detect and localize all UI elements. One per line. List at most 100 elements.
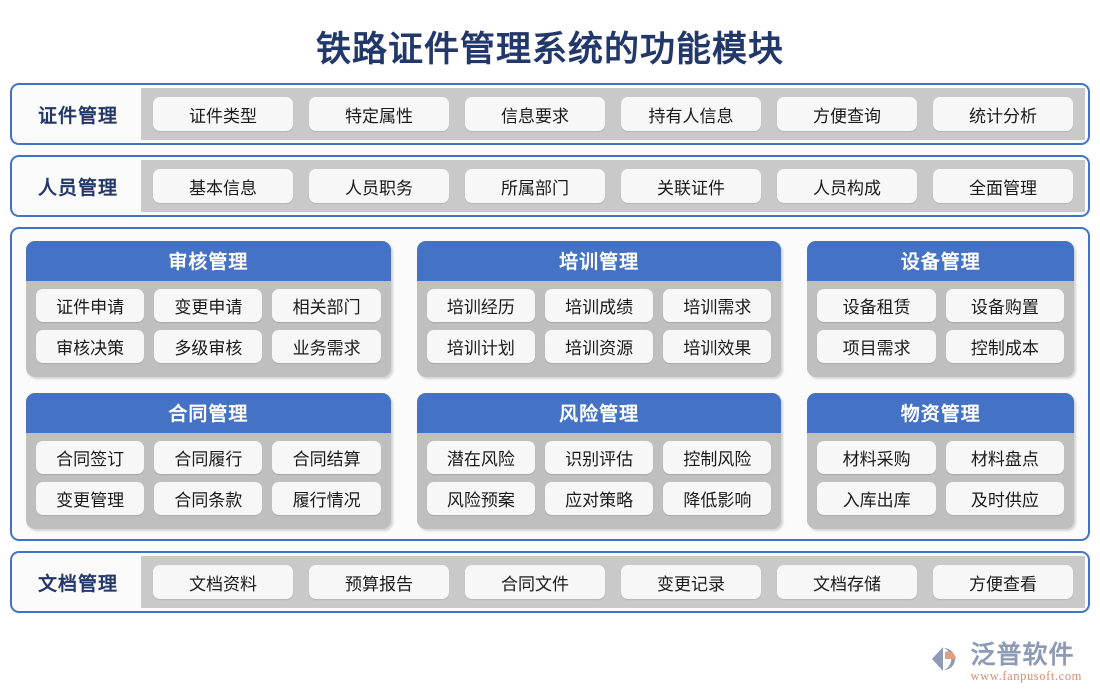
strip-label-top-1: 人员管理 xyxy=(37,177,118,199)
module-chip[interactable]: 风险预案 xyxy=(426,482,535,515)
module-chip[interactable]: 材料盘点 xyxy=(945,441,1065,474)
module-card: 合同管理合同签订合同履行合同结算变更管理合同条款履行情况 xyxy=(26,393,391,529)
strip-chip[interactable]: 人员职务 xyxy=(309,169,449,203)
module-card: 风险管理潜在风险识别评估控制风险风险预案应对策略降低影响 xyxy=(416,393,782,529)
module-chip[interactable]: 培训经历 xyxy=(426,289,535,322)
module-chip[interactable]: 变更管理 xyxy=(36,482,145,515)
strip-chip[interactable]: 信息要求 xyxy=(465,97,605,131)
module-chip[interactable]: 业务需求 xyxy=(272,330,381,363)
module-card-header[interactable]: 合同管理 xyxy=(26,393,391,433)
module-card-body: 潜在风险识别评估控制风险风险预案应对策略降低影响 xyxy=(417,433,782,529)
module-card-header[interactable]: 物资管理 xyxy=(807,393,1074,433)
strip-chip[interactable]: 关联证件 xyxy=(621,169,761,203)
strip-chip[interactable]: 文档资料 xyxy=(153,565,293,599)
strip-label-top-0: 证件管理 xyxy=(37,105,118,127)
module-card-header[interactable]: 设备管理 xyxy=(807,241,1074,281)
module-card-row: 审核决策多级审核业务需求 xyxy=(36,330,381,363)
strip-chip[interactable]: 所属部门 xyxy=(465,169,605,203)
module-card-body: 证件申请变更申请相关部门审核决策多级审核业务需求 xyxy=(26,281,391,377)
module-card-body: 合同签订合同履行合同结算变更管理合同条款履行情况 xyxy=(26,433,391,529)
module-card-body: 培训经历培训成绩培训需求培训计划培训资源培训效果 xyxy=(417,281,782,377)
module-chip[interactable]: 多级审核 xyxy=(154,330,263,363)
strip-chip-band: 基本信息人员职务所属部门关联证件人员构成全面管理 xyxy=(141,160,1085,212)
strip-panel-top-1: 人员管理 基本信息人员职务所属部门关联证件人员构成全面管理 xyxy=(10,155,1090,217)
strip-chip[interactable]: 文档存储 xyxy=(777,565,917,599)
strip-chip-band: 文档资料预算报告合同文件变更记录文档存储方便查看 xyxy=(141,556,1085,608)
module-card: 物资管理材料采购材料盘点入库出库及时供应 xyxy=(807,393,1074,529)
module-chip[interactable]: 培训效果 xyxy=(663,330,772,363)
module-card-row: 潜在风险识别评估控制风险 xyxy=(426,441,772,474)
logo-text: 泛普软件 www.fanpusoft.com xyxy=(970,640,1082,684)
module-card-row: 培训计划培训资源培训效果 xyxy=(426,330,772,363)
strip-chip[interactable]: 预算报告 xyxy=(309,565,449,599)
module-chip[interactable]: 合同履行 xyxy=(154,441,263,474)
brand-logo: 泛普软件 www.fanpusoft.com xyxy=(930,640,1082,684)
module-chip[interactable]: 证件申请 xyxy=(36,289,145,322)
strip-row: 人员管理 基本信息人员职务所属部门关联证件人员构成全面管理 xyxy=(12,157,1088,215)
module-chip[interactable]: 设备购置 xyxy=(945,289,1065,322)
module-chip[interactable]: 设备租赁 xyxy=(817,289,936,322)
strip-chip[interactable]: 人员构成 xyxy=(777,169,917,203)
module-card-header[interactable]: 培训管理 xyxy=(416,241,782,281)
strip-chip[interactable]: 全面管理 xyxy=(933,169,1073,203)
strip-chip[interactable]: 变更记录 xyxy=(621,565,761,599)
top-strips-container: 证件管理 证件类型特定属性信息要求持有人信息方便查询统计分析人员管理 基本信息人员职… xyxy=(0,83,1100,217)
strip-row: 文档管理 文档资料预算报告合同文件变更记录文档存储方便查看 xyxy=(12,553,1088,611)
module-chip[interactable]: 合同条款 xyxy=(154,482,263,515)
module-card-row: 风险预案应对策略降低影响 xyxy=(426,482,772,515)
module-card-header[interactable]: 风险管理 xyxy=(416,393,782,433)
module-chip[interactable]: 培训需求 xyxy=(663,289,772,322)
module-chip[interactable]: 合同结算 xyxy=(272,441,381,474)
module-chip[interactable]: 相关部门 xyxy=(272,289,381,322)
module-chip[interactable]: 潜在风险 xyxy=(426,441,535,474)
strip-panel-top-0: 证件管理 证件类型特定属性信息要求持有人信息方便查询统计分析 xyxy=(10,83,1090,145)
page-title: 铁路证件管理系统的功能模块 xyxy=(315,30,784,69)
module-card: 审核管理证件申请变更申请相关部门审核决策多级审核业务需求 xyxy=(26,241,391,377)
strip-row: 证件管理 证件类型特定属性信息要求持有人信息方便查询统计分析 xyxy=(12,85,1088,143)
module-chip[interactable]: 降低影响 xyxy=(663,482,772,515)
module-chip[interactable]: 培训计划 xyxy=(426,330,535,363)
strip-chip-band: 证件类型特定属性信息要求持有人信息方便查询统计分析 xyxy=(141,88,1085,140)
module-chip[interactable]: 控制风险 xyxy=(663,441,772,474)
module-chip[interactable]: 及时供应 xyxy=(945,482,1065,515)
module-card-row: 设备租赁设备购置 xyxy=(817,289,1065,322)
module-card-body: 材料采购材料盘点入库出库及时供应 xyxy=(807,433,1074,529)
module-card-row: 项目需求控制成本 xyxy=(817,330,1065,363)
strip-panel-bottom: 文档管理 文档资料预算报告合同文件变更记录文档存储方便查看 xyxy=(10,551,1090,613)
module-card-body: 设备租赁设备购置项目需求控制成本 xyxy=(807,281,1074,377)
strip-chip[interactable]: 持有人信息 xyxy=(621,97,761,131)
strip-chip[interactable]: 方便查询 xyxy=(777,97,917,131)
strip-label-bottom: 文档管理 xyxy=(37,573,118,595)
module-card-header[interactable]: 审核管理 xyxy=(26,241,391,281)
module-chip[interactable]: 项目需求 xyxy=(817,330,936,363)
module-card-row: 入库出库及时供应 xyxy=(817,482,1065,515)
module-chip[interactable]: 培训资源 xyxy=(544,330,654,363)
strip-chip[interactable]: 特定属性 xyxy=(309,97,449,131)
logo-website-url: www.fanpusoft.com xyxy=(970,669,1082,683)
module-chip[interactable]: 识别评估 xyxy=(544,441,654,474)
module-card: 培训管理培训经历培训成绩培训需求培训计划培训资源培训效果 xyxy=(416,241,782,377)
module-card-row: 材料采购材料盘点 xyxy=(817,441,1065,474)
module-chip[interactable]: 合同签订 xyxy=(36,441,145,474)
modules-grid: 审核管理证件申请变更申请相关部门审核决策多级审核业务需求培训管理培训经历培训成绩… xyxy=(26,241,1074,529)
strip-chip[interactable]: 基本信息 xyxy=(153,169,293,203)
module-chip[interactable]: 材料采购 xyxy=(817,441,936,474)
logo-company-name: 泛普软件 xyxy=(970,640,1075,669)
module-chip[interactable]: 培训成绩 xyxy=(544,289,654,322)
module-card-row: 培训经历培训成绩培训需求 xyxy=(426,289,772,322)
bottom-strip-container: 文档管理 文档资料预算报告合同文件变更记录文档存储方便查看 xyxy=(0,551,1100,613)
strip-chip[interactable]: 方便查看 xyxy=(933,565,1073,599)
module-chip[interactable]: 控制成本 xyxy=(945,330,1065,363)
strip-chip[interactable]: 证件类型 xyxy=(153,97,293,131)
strip-chip[interactable]: 统计分析 xyxy=(933,97,1073,131)
module-chip[interactable]: 审核决策 xyxy=(36,330,145,363)
modules-panel: 审核管理证件申请变更申请相关部门审核决策多级审核业务需求培训管理培训经历培训成绩… xyxy=(10,227,1090,541)
module-chip[interactable]: 应对策略 xyxy=(544,482,654,515)
module-chip[interactable]: 变更申请 xyxy=(154,289,263,322)
module-chip[interactable]: 履行情况 xyxy=(272,482,381,515)
module-card-row: 证件申请变更申请相关部门 xyxy=(36,289,381,322)
module-card-row: 变更管理合同条款履行情况 xyxy=(36,482,381,515)
strip-chip[interactable]: 合同文件 xyxy=(465,565,605,599)
module-chip[interactable]: 入库出库 xyxy=(817,482,936,515)
module-card: 设备管理设备租赁设备购置项目需求控制成本 xyxy=(807,241,1074,377)
